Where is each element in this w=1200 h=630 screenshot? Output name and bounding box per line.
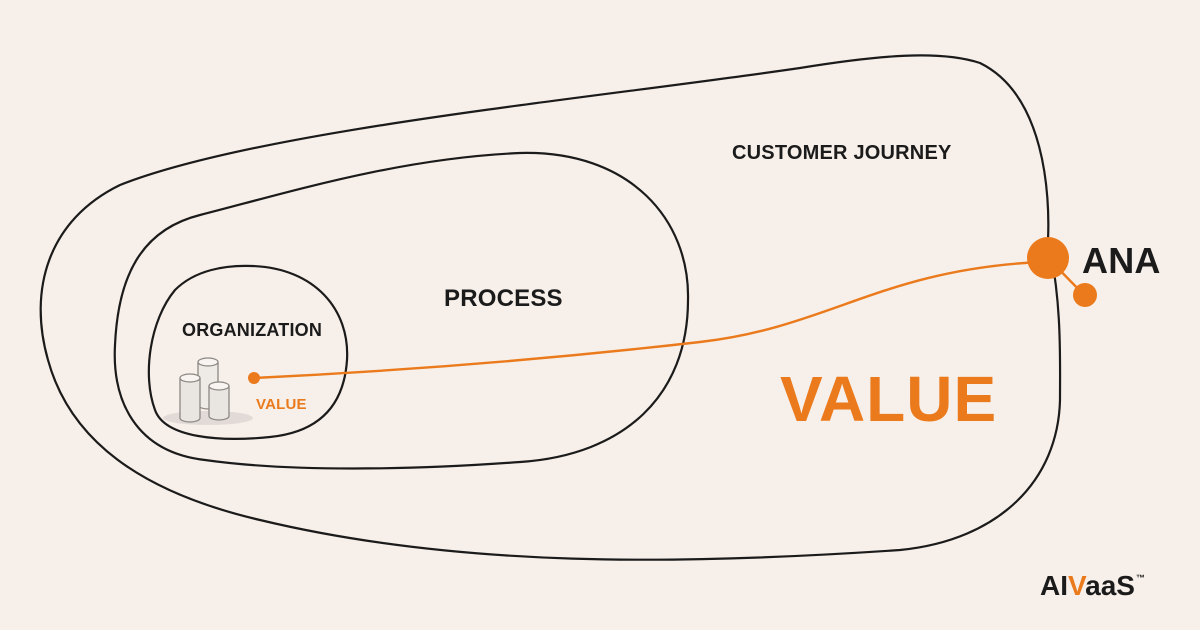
value-end-label: VALUE xyxy=(780,363,998,435)
logo-accent: V xyxy=(1068,570,1086,601)
customer-journey-label: CUSTOMER JOURNEY xyxy=(732,142,952,164)
node-icon xyxy=(1027,237,1097,307)
logo-prefix: AI xyxy=(1040,570,1068,601)
organization-ring xyxy=(147,264,349,440)
process-ring xyxy=(113,151,690,470)
database-cylinders-icon xyxy=(163,357,253,425)
customer-journey-ring xyxy=(39,54,1062,561)
process-label: PROCESS xyxy=(444,285,563,312)
agent-name-label: ANA xyxy=(1082,240,1161,281)
logo-suffix: aaS xyxy=(1085,570,1135,601)
value-path-line xyxy=(253,260,1041,380)
brand-logo: AIVaaS™ xyxy=(1040,570,1145,602)
value-start-dot xyxy=(248,372,260,384)
logo-trademark: ™ xyxy=(1135,572,1145,583)
organization-label: ORGANIZATION xyxy=(182,320,323,340)
value-start-label: VALUE xyxy=(256,396,307,413)
